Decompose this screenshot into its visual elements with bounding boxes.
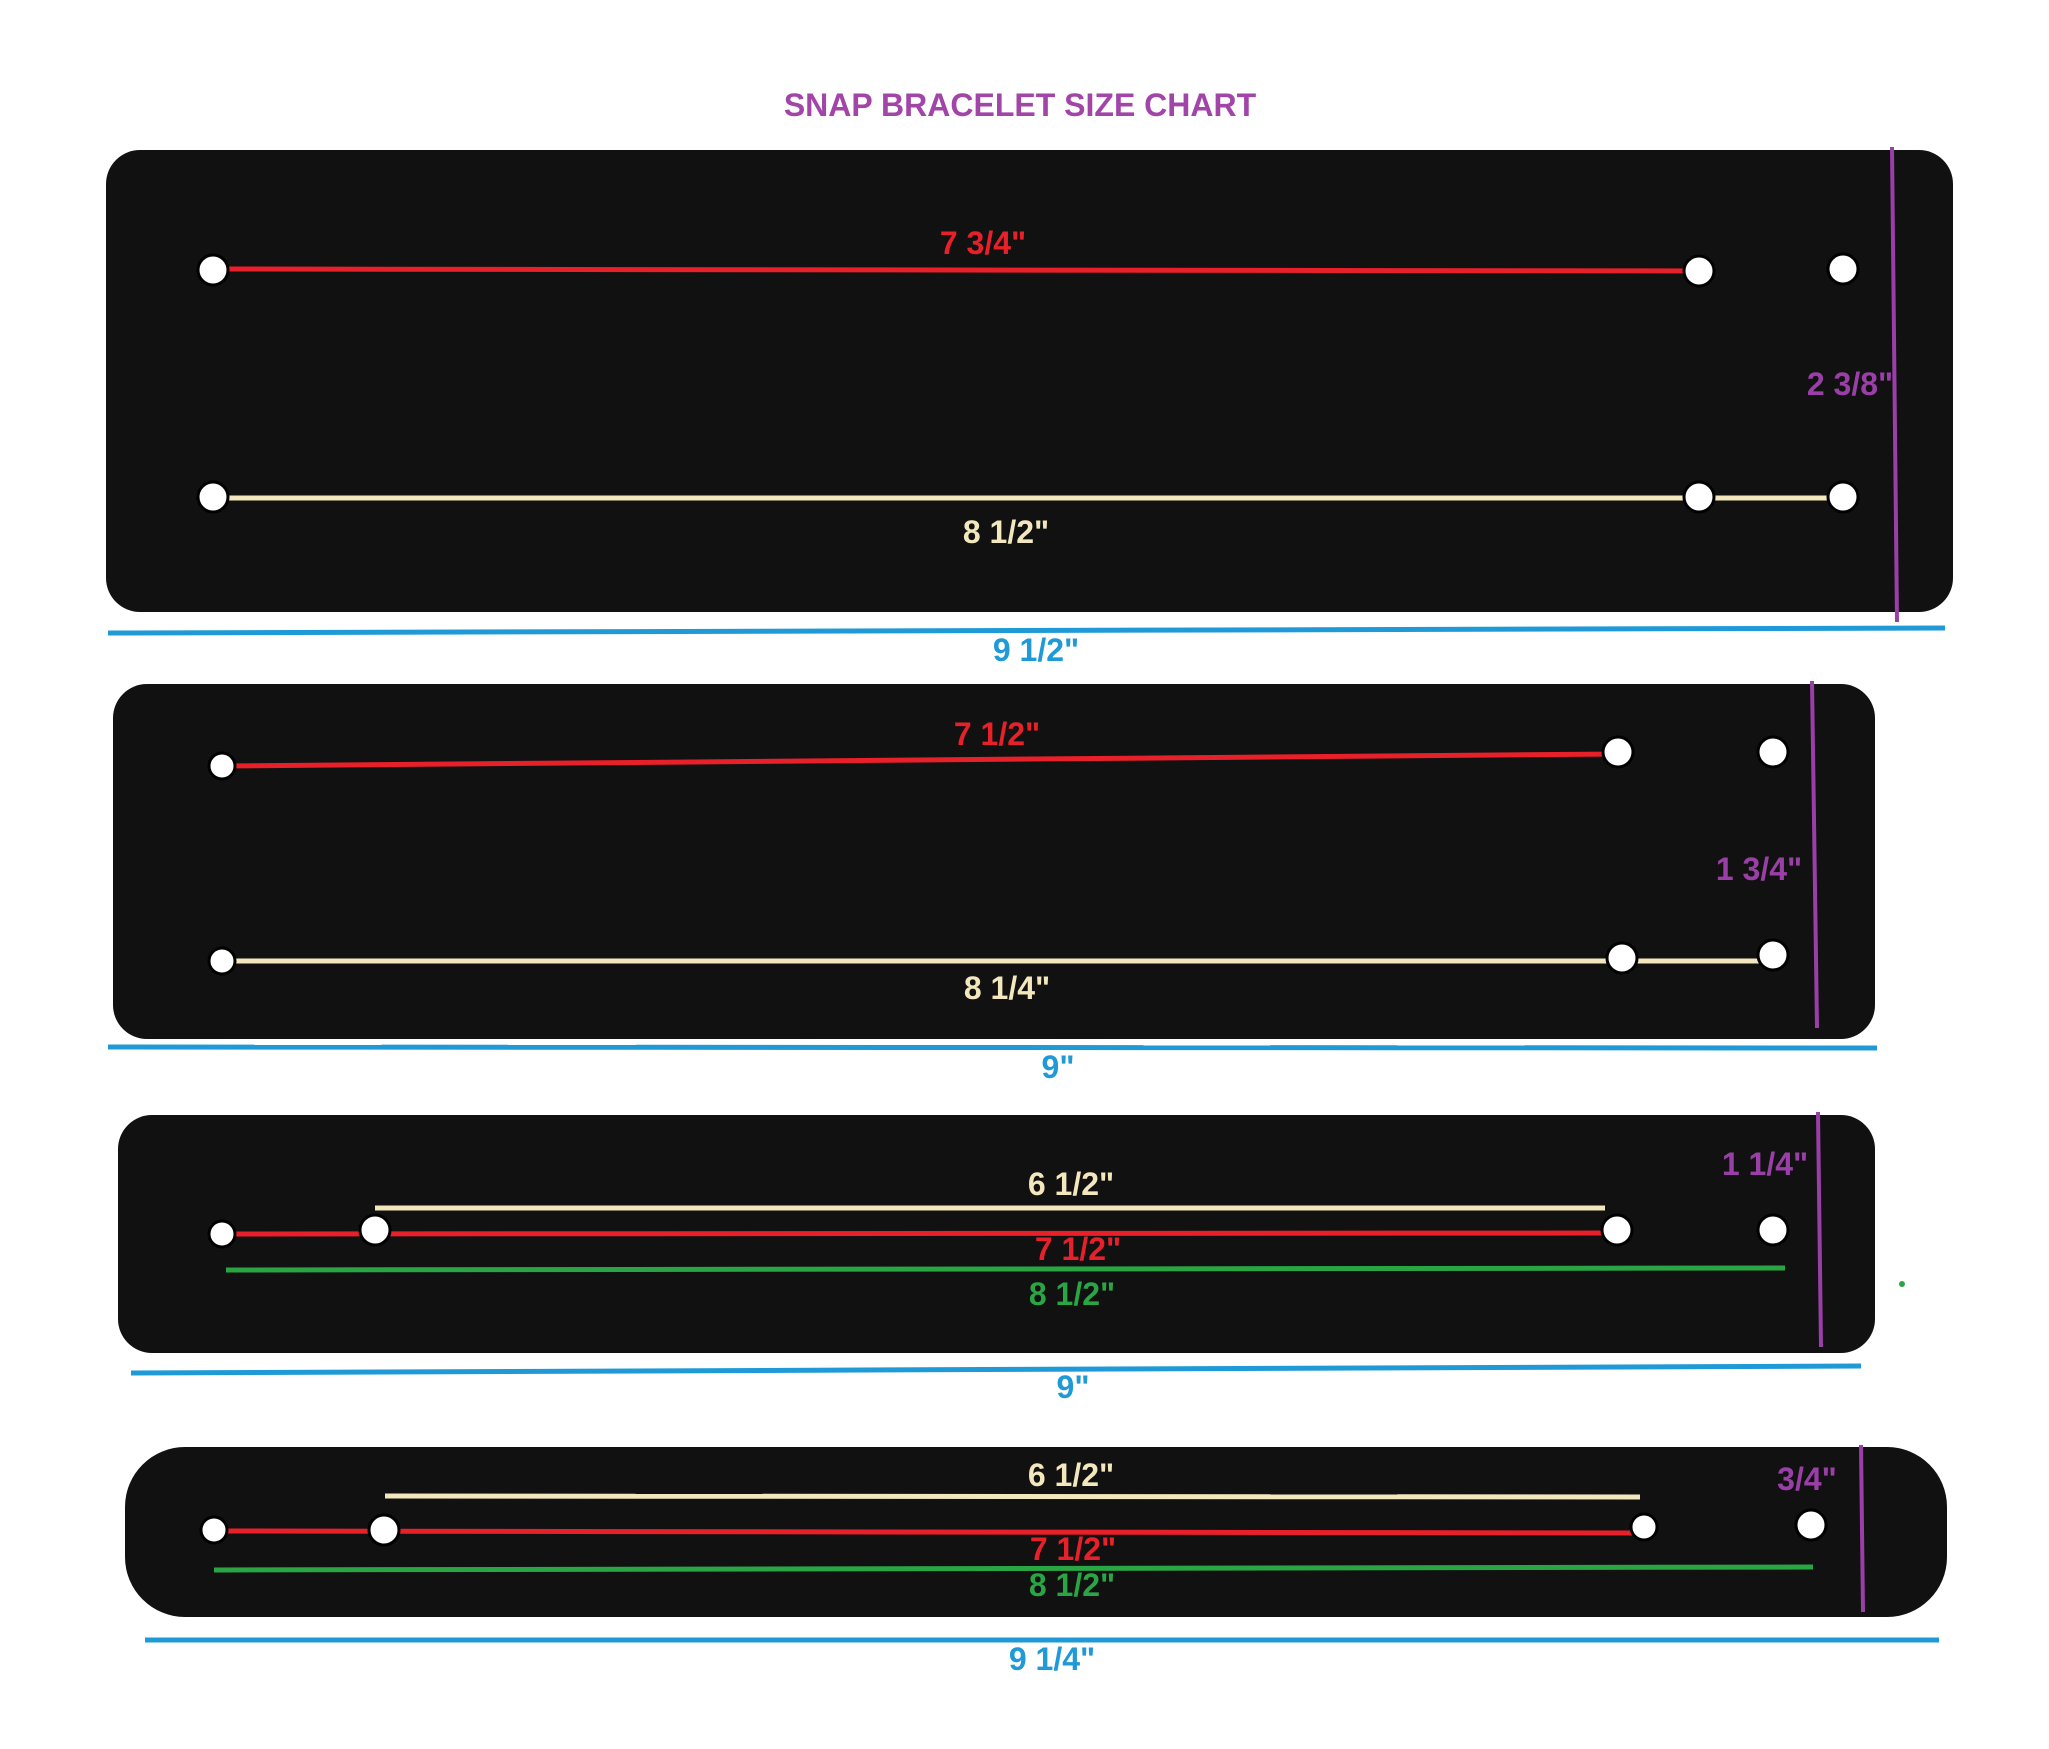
- bracelet-2-hole: [207, 946, 237, 976]
- bracelet-3-width-line: [1816, 1111, 1823, 1348]
- bracelet-4-cream-line: [384, 1493, 1641, 1500]
- bracelet-2-width-label: 1 3/4": [1716, 851, 1802, 887]
- bracelet-1-cream-label: 8 1/2": [963, 514, 1049, 550]
- bracelet-4: 6 1/2" 7 1/2" 8 1/2" 3/4" 9 1/4": [125, 1444, 1947, 1677]
- bracelet-2-hole: [1756, 938, 1790, 972]
- bracelet-4-cream-label: 6 1/2": [1028, 1457, 1114, 1493]
- bracelet-3-length-label: 9": [1057, 1369, 1090, 1405]
- bracelet-1-hole: [1682, 254, 1716, 288]
- bracelet-2: 7 1/2" 8 1/4" 1 3/4" 9": [107, 680, 1878, 1085]
- bracelet-1-hole: [196, 253, 230, 287]
- bracelet-4-width-line: [1859, 1444, 1865, 1613]
- bracelet-1-length-line: [107, 625, 1946, 636]
- bracelet-3-green-line: [225, 1265, 1786, 1273]
- bracelet-4-red-line: [211, 1528, 1644, 1536]
- bracelet-2-length-label: 9": [1042, 1049, 1075, 1085]
- bracelet-4-red-label: 7 1/2": [1030, 1531, 1116, 1567]
- bracelet-1-hole: [1826, 252, 1860, 286]
- bracelet-1-red-label: 7 3/4": [940, 225, 1026, 261]
- bracelet-2-cream-label: 8 1/4": [964, 970, 1050, 1006]
- bracelet-3-red-line: [221, 1230, 1618, 1237]
- bracelet-4-hole: [367, 1513, 401, 1547]
- bracelet-2-length-line: [107, 1044, 1878, 1051]
- bracelet-3-red-label: 7 1/2": [1035, 1231, 1121, 1267]
- bracelet-1-width-label: 2 3/8": [1807, 366, 1893, 402]
- bracelet-3-hole: [1756, 1213, 1790, 1247]
- bracelet-3-width-label: 1 1/4": [1722, 1146, 1808, 1182]
- bracelet-4-hole: [1794, 1508, 1828, 1542]
- bracelet-2-width-line: [1810, 680, 1819, 1029]
- bracelet-1-red-line: [212, 266, 1700, 274]
- bracelet-4-green-line: [213, 1564, 1814, 1573]
- bracelet-4-length-label: 9 1/4": [1009, 1641, 1095, 1677]
- bracelet-2-red-line: [221, 751, 1619, 769]
- bracelet-3-green-label: 8 1/2": [1029, 1276, 1115, 1312]
- bracelet-2-red-label: 7 1/2": [954, 716, 1040, 752]
- bracelet-1-width-line: [1890, 146, 1899, 623]
- bracelet-3-hole: [358, 1213, 392, 1247]
- bracelet-1-hole: [1826, 480, 1860, 514]
- bracelet-1: 7 3/4" 8 1/2" 2 3/8" 9 1/2": [106, 146, 1953, 668]
- bracelet-3-cream-label: 6 1/2": [1028, 1166, 1114, 1202]
- bracelet-2-hole: [207, 751, 237, 781]
- bracelet-4-width-label: 3/4": [1777, 1461, 1837, 1497]
- bracelet-3-length-line: [130, 1363, 1862, 1376]
- bracelet-1-hole: [1682, 480, 1716, 514]
- bracelet-2-strap: [113, 684, 1875, 1039]
- bracelet-3-hole: [1600, 1213, 1634, 1247]
- bracelet-2-hole: [1605, 941, 1639, 975]
- bracelet-1-hole: [196, 480, 230, 514]
- stray-dot: [1899, 1281, 1905, 1287]
- bracelet-1-length-label: 9 1/2": [993, 632, 1079, 668]
- bracelet-4-green-label: 8 1/2": [1029, 1567, 1115, 1603]
- bracelet-2-hole: [1601, 735, 1635, 769]
- bracelet-3-hole: [207, 1219, 237, 1249]
- bracelet-3: 6 1/2" 7 1/2" 8 1/2" 1 1/4" 9": [118, 1111, 1875, 1405]
- bracelet-4-hole: [1629, 1512, 1659, 1542]
- chart-title: SNAP BRACELET SIZE CHART: [784, 87, 1257, 123]
- bracelet-4-hole: [199, 1515, 229, 1545]
- bracelet-2-hole: [1756, 735, 1790, 769]
